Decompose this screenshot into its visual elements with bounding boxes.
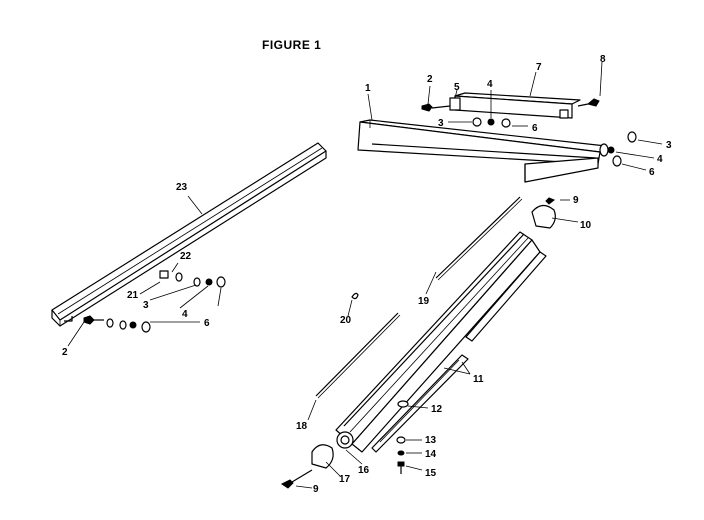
callout-19: 19: [418, 296, 430, 307]
screw-part-9-lower: [281, 479, 294, 489]
callout-8: 8: [600, 54, 606, 65]
nut-part-6-upper-rail: [501, 118, 511, 128]
callout-1: 1: [365, 83, 371, 94]
rail-hardware-left: [83, 270, 226, 333]
bolt-part-2-left: [83, 315, 95, 325]
washer-part-3-upper: [472, 117, 482, 127]
bar-part-7: [421, 92, 600, 119]
bolt-part-8: [586, 98, 600, 107]
washer-part-3-right: [627, 131, 637, 143]
lower-hardware: [396, 400, 409, 474]
callout-9-lower: 9: [313, 484, 319, 495]
bolt-part-2-upper: [421, 103, 433, 112]
nut-part-6-upper: [216, 276, 226, 288]
callout-14: 14: [425, 449, 437, 460]
upper-rail-hardware: [472, 117, 637, 167]
bracket-part-5: [449, 97, 461, 111]
rail-part-23: [51, 142, 327, 327]
nut-part-22b: [175, 272, 183, 282]
screw-part-9-upper: [545, 197, 555, 205]
callout-3-left: 3: [143, 300, 149, 311]
nut-part-6-lower: [141, 321, 151, 333]
callout-9-upper: 9: [573, 195, 579, 206]
lockwasher-part-14: [397, 450, 405, 456]
callout-16: 16: [358, 465, 370, 476]
callout-4-upper: 4: [487, 79, 493, 90]
callout-6-left: 6: [204, 318, 210, 329]
callout-15: 15: [425, 468, 437, 479]
callout-4-left: 4: [182, 309, 188, 320]
lockwasher-part-4-upper-rail: [487, 118, 495, 126]
callout-7: 7: [536, 62, 542, 73]
clamp-part-12: [397, 400, 409, 408]
washer-part-21: [193, 277, 201, 287]
lockwasher-part-4-lower: [129, 321, 137, 329]
callout-2-left: 2: [62, 347, 68, 358]
callout-11: 11: [473, 374, 484, 385]
callout-labels: 1 2 5 4 7 8 3 6 3 4 6 9 10 23 22 21 3 4 …: [62, 54, 672, 495]
washer-part-3-lower: [106, 318, 114, 328]
pin-part-20: [351, 292, 359, 300]
callout-6-right: 6: [649, 167, 655, 178]
rod-part-18: [315, 312, 399, 397]
callout-12: 12: [431, 404, 443, 415]
end-cap-part-17: [281, 444, 334, 489]
tube-part-16: [335, 231, 541, 453]
lockwasher-part-4-right: [607, 146, 615, 154]
front-rail-part-1: [357, 119, 609, 183]
callout-6-upper: 6: [532, 123, 538, 134]
leader-lines: [67, 61, 663, 489]
rod-part-19: [435, 196, 521, 279]
callout-2-upper: 2: [427, 74, 433, 85]
callout-23: 23: [176, 182, 188, 193]
callout-3-upper: 3: [438, 118, 444, 129]
washer-part-13: [396, 436, 406, 444]
callout-18: 18: [296, 421, 308, 432]
figure-title: FIGURE 1: [262, 38, 322, 52]
callout-13: 13: [425, 435, 437, 446]
callout-10: 10: [580, 220, 592, 231]
end-cap-part-10: [531, 197, 556, 229]
washer-part-22: [159, 270, 169, 279]
washer-part-3b: [119, 320, 127, 330]
callout-3-right: 3: [666, 140, 672, 151]
callout-4-right: 4: [657, 154, 663, 165]
lockwasher-part-4-upper: [205, 278, 213, 286]
nut-part-6-right: [612, 155, 622, 167]
callout-17: 17: [339, 474, 351, 485]
callout-21: 21: [127, 290, 139, 301]
callout-22: 22: [180, 251, 192, 262]
callout-20: 20: [340, 315, 352, 326]
bolt-part-15: [397, 461, 405, 467]
callout-5: 5: [454, 82, 460, 93]
angle-part-11: [371, 251, 547, 453]
